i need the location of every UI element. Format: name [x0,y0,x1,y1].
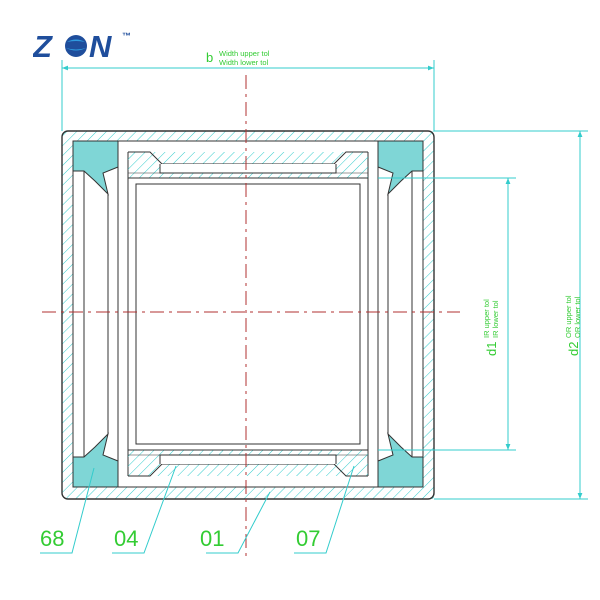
logo-letter-z: Z [33,29,53,61]
inner-ring-bottom [128,449,368,477]
left-wall [83,152,129,476]
inner-diameter-symbol: d1 [484,342,499,356]
callout-01: 01 [200,526,224,551]
trademark-symbol: ™ [122,31,131,41]
callout-68: 68 [40,526,64,551]
zon-logo-graphic: Z N ™ [32,29,131,64]
bore-outline [135,183,361,445]
zon-logo: Z N ™ [32,27,133,64]
outer-diameter-symbol: d2 [566,342,581,356]
width-lower-tol: Width lower tol [219,58,269,67]
inner-lower-tol: IR lower tol [491,300,500,338]
right-wall [367,152,413,476]
logo-letter-n: N [89,29,112,61]
width-symbol: b [206,50,213,65]
outer-upper-tol: OR upper tol [564,295,573,338]
outer-diameter-dimension: d2 OR upper tol OR lower tol [434,130,588,500]
inner-upper-tol: IR upper tol [482,299,491,338]
callout-leaders [40,465,355,554]
width-dimension: b Width upper tol Width lower tol [61,49,435,131]
outer-lower-tol: OR lower tol [573,296,582,338]
callout-07: 07 [296,526,320,551]
width-upper-tol: Width upper tol [219,49,270,58]
inner-diameter-dimension: d1 IR upper tol IR lower tol [378,177,516,451]
outer-shell [61,130,435,500]
callout-04: 04 [114,526,138,551]
inner-ring-top [128,151,368,179]
